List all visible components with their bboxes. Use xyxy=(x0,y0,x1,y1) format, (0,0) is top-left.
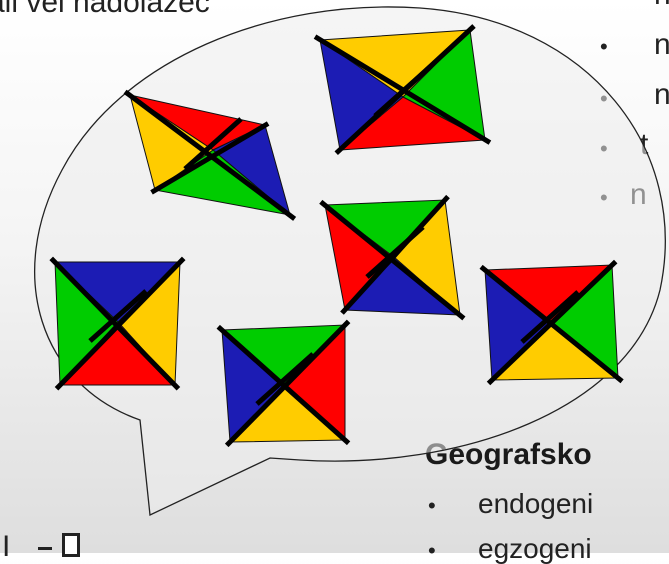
tile-5 xyxy=(218,321,348,445)
tile-2 xyxy=(315,26,490,153)
tile-4 xyxy=(51,258,184,388)
tile-6 xyxy=(481,262,622,384)
